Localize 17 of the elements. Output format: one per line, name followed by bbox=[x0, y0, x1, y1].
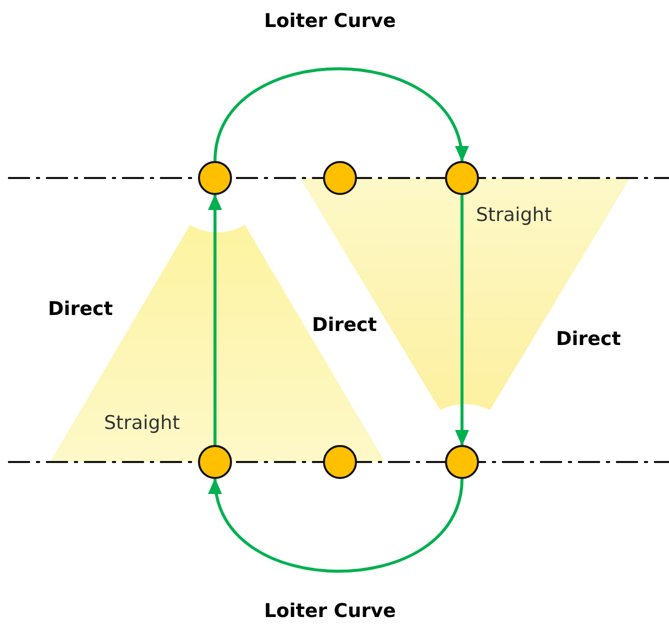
edge-label: Straight bbox=[104, 412, 180, 434]
arrow bbox=[208, 194, 222, 445]
path-label: Direct bbox=[556, 328, 621, 350]
waypoint-circle bbox=[198, 445, 232, 479]
waypoint-circle bbox=[323, 445, 357, 479]
edge-label: Loiter Curve bbox=[264, 10, 396, 32]
waypoint-circle bbox=[323, 161, 357, 195]
waypoint-circle bbox=[445, 445, 479, 479]
waypoint-circle bbox=[445, 161, 479, 195]
path-label: Direct bbox=[48, 298, 113, 320]
arrow bbox=[214, 67, 466, 162]
path-label: Direct bbox=[312, 314, 377, 336]
arrow bbox=[455, 195, 469, 446]
edge-label: Straight bbox=[476, 204, 552, 226]
waypoint-circle bbox=[198, 161, 232, 195]
edge-label: Loiter Curve bbox=[264, 600, 396, 622]
arrow bbox=[210, 478, 464, 573]
